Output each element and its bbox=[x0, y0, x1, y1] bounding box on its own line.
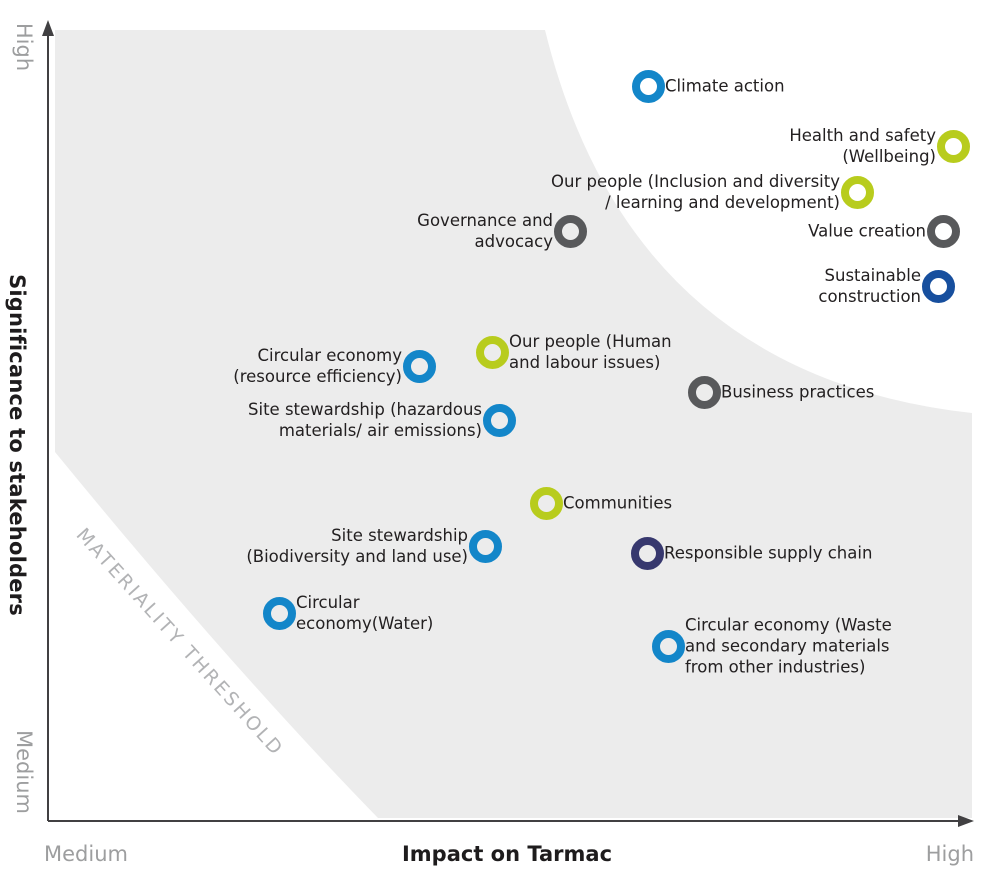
point-ring-responsible-supply-chain bbox=[630, 536, 664, 570]
point-ring-circular-economy-water bbox=[262, 596, 296, 630]
point-label-our-people-inclusion: Our people (Inclusion and diversity / le… bbox=[551, 172, 840, 212]
point-label-our-people-human: Our people (Human and labour issues) bbox=[509, 332, 672, 372]
y-tick-medium: Medium bbox=[12, 730, 36, 814]
point-ring-value-creation bbox=[926, 214, 960, 248]
x-axis-arrow-icon bbox=[958, 815, 974, 827]
point-ring-sustainable-construction bbox=[921, 269, 955, 303]
y-axis-arrow-icon bbox=[42, 20, 54, 36]
point-label-sustainable-construction: Sustainable construction bbox=[818, 266, 921, 306]
y-tick-high: High bbox=[12, 22, 36, 72]
point-ring-circular-economy-waste bbox=[651, 629, 685, 663]
point-ring-health-and-safety bbox=[936, 129, 970, 163]
point-ring-our-people-human bbox=[475, 335, 509, 369]
point-label-circular-economy-water: Circular economy(Water) bbox=[296, 593, 434, 633]
point-label-circular-economy-waste: Circular economy (Waste and secondary ma… bbox=[685, 615, 892, 677]
point-ring-circular-economy-resource bbox=[402, 349, 436, 383]
x-tick-medium: Medium bbox=[44, 842, 128, 866]
point-ring-our-people-inclusion bbox=[840, 175, 874, 209]
x-tick-high: High bbox=[925, 842, 974, 866]
point-label-responsible-supply-chain: Responsible supply chain bbox=[664, 543, 873, 563]
x-axis-title: Impact on Tarmac bbox=[401, 842, 613, 866]
point-label-circular-economy-resource: Circular economy (resource efficiency) bbox=[233, 346, 402, 386]
point-label-value-creation: Value creation bbox=[808, 221, 926, 241]
point-label-site-stewardship-biodiversity: Site stewardship (Biodiversity and land … bbox=[246, 526, 468, 566]
point-label-communities: Communities bbox=[563, 493, 673, 513]
x-axis bbox=[48, 815, 974, 827]
point-label-health-and-safety: Health and safety (Wellbeing) bbox=[789, 126, 936, 166]
point-ring-climate-action bbox=[631, 69, 665, 103]
point-label-climate-action: Climate action bbox=[665, 76, 785, 96]
point-ring-site-stewardship-hazardous bbox=[482, 403, 516, 437]
point-ring-site-stewardship-biodiversity bbox=[468, 529, 502, 563]
point-label-site-stewardship-hazardous: Site stewardship (hazardous materials/ a… bbox=[248, 400, 482, 440]
y-axis-title: Significance to stakeholders bbox=[5, 274, 29, 616]
point-ring-governance-advocacy bbox=[553, 214, 587, 248]
y-axis bbox=[42, 20, 54, 821]
point-label-governance-advocacy: Governance and advocacy bbox=[417, 211, 553, 251]
point-ring-business-practices bbox=[687, 375, 721, 409]
point-ring-communities bbox=[529, 486, 563, 520]
point-label-business-practices: Business practices bbox=[721, 382, 875, 402]
